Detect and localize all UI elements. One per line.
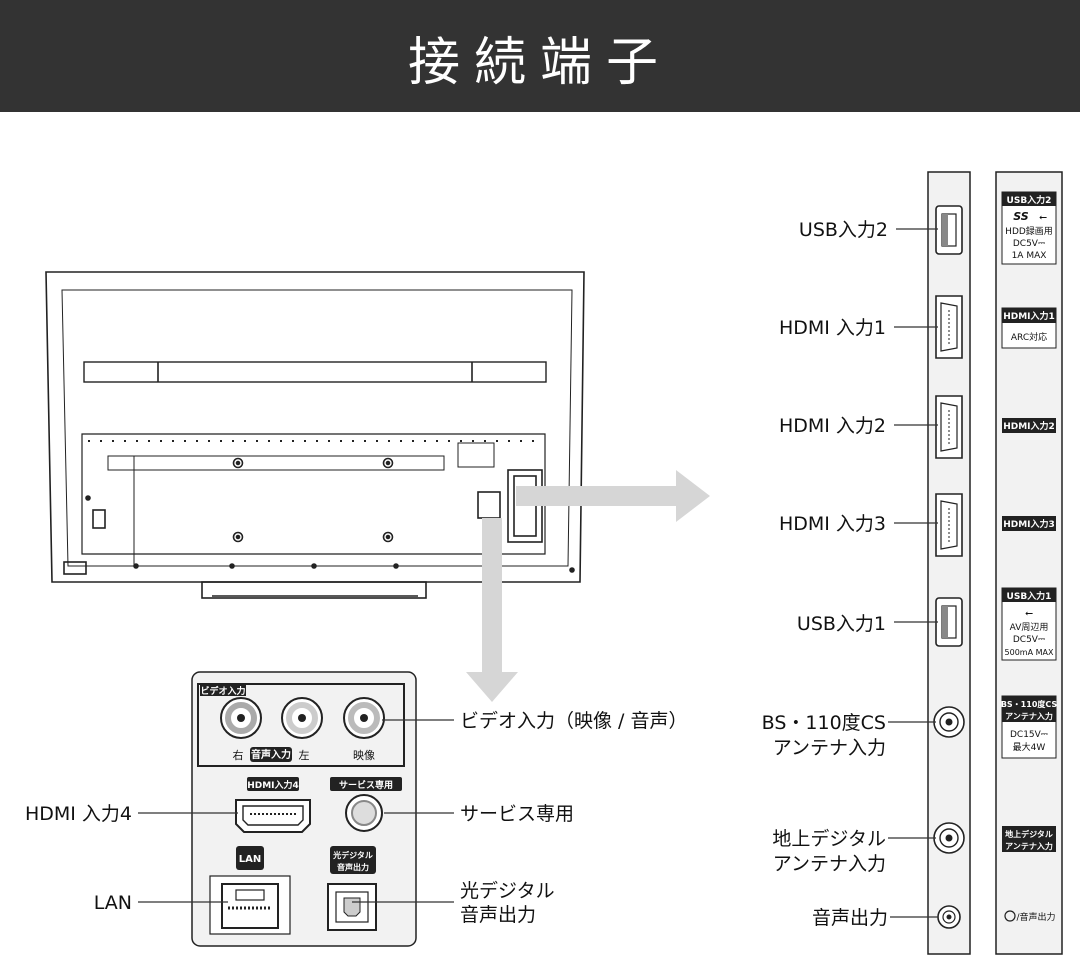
usb2-desc-2: DC5V⎓ [1013,239,1045,249]
hdmi4-port [235,799,311,833]
usb2-desc-3: 1A MAX [1012,251,1047,261]
rca-left-audio-jack [281,697,323,739]
video-in-callout: ビデオ入力（映像 / 音声） [460,710,687,732]
usb2-callout: USB入力2 [799,219,888,241]
zoom-arrows [466,470,710,702]
hdmi1-tag: HDMI入力1 [1003,310,1055,322]
side-callout-lines [888,228,938,918]
audio-out-jack [937,905,961,929]
hdmi2-port [935,395,963,459]
label-strip-content: USB入力2 SS ⭠ HDD録画用 DC5V⎓ 1A MAX HDMI入力1 … [1001,191,1058,923]
terrestrial-tag-2: アンテナ入力 [1005,841,1053,851]
tv-outline [45,271,585,583]
usb1-symbol-icon: ⭠ [1025,608,1033,619]
audio-out-callout: 音声出力 [812,907,888,929]
headphone-icon [1004,910,1016,922]
optical-port [327,883,377,931]
video-input-group [197,683,405,767]
hdmi4-tag: HDMI入力4 [247,779,299,791]
page-title: 接続端子 [407,33,672,93]
hdmi1-callout: HDMI 入力1 [779,317,886,339]
terrestrial-callout-line1: 地上デジタル [772,828,886,850]
bottom-callout-lines [138,719,454,903]
bs-antenna-port [933,706,965,738]
left-channel-label: 左 [299,749,310,762]
tv-back-illustration [45,271,585,599]
bs-callout-line1: BS・110度CS [762,712,886,734]
optical-tag-2: 音声出力 [337,862,369,872]
arrow-down-icon [466,518,518,702]
usb1-port [935,597,963,647]
service-tag: サービス専用 [339,779,393,791]
lan-tag: LAN [239,854,261,865]
side-panel: USB入力2 HDMI 入力1 HDMI 入力2 HDMI 入力3 USB入力1… [762,171,1063,955]
audio-in-tag: 音声入力 [251,748,291,761]
optical-callout-line2: 音声出力 [460,904,536,926]
hdmi1-port [935,295,963,359]
label-strip [995,171,1063,955]
bs-desc-2: 最大4W [1013,741,1046,753]
terrestrial-callout-line2: アンテナ入力 [773,853,886,875]
bs-callout-line2: アンテナ入力 [773,737,886,759]
usb1-desc-3: 500mA MAX [1005,648,1054,657]
usb1-desc-2: DC5V⎓ [1013,635,1045,645]
usb-symbol-icon: ⭠ [1039,212,1047,223]
usb1-tag: USB入力1 [1007,590,1052,602]
lan-port [209,875,291,935]
bs-tag-1: BS・110度CS [1001,699,1058,709]
arrow-right-icon [516,470,710,522]
terrestrial-tag-1: 地上デジタル [1005,829,1053,839]
usb2-port [935,205,963,255]
hdmi3-callout: HDMI 入力3 [779,513,886,535]
hdmi3-port [935,493,963,557]
right-channel-label: 右 [233,748,244,762]
usb2-desc-1: HDD録画用 [1005,225,1053,237]
hdmi3-tag: HDMI入力3 [1003,518,1055,530]
rca-video-jack [343,697,385,739]
hdmi2-callout: HDMI 入力2 [779,415,886,437]
audio-out-tag: /音声出力 [1016,911,1055,923]
usb2-tag: USB入力2 [1007,194,1052,206]
bs-desc-1: DC15V⎓ [1010,730,1048,740]
hdmi4-callout: HDMI 入力4 [25,803,132,825]
header-bar: 接続端子 [0,0,1080,112]
video-group-tag: ビデオ入力 [200,685,245,697]
lan-callout: LAN [94,892,132,914]
service-port [345,794,383,832]
arc-label: ARC対応 [1011,331,1047,343]
hdmi2-tag: HDMI入力2 [1003,420,1055,432]
bottom-panel: ビデオ入力 右 音声入力 左 映像 HDMI入力 [25,671,687,947]
usb1-desc-1: AV周辺用 [1010,622,1049,633]
optical-tag-1: 光デジタル [332,850,373,860]
optical-callout-line1: 光デジタル [460,880,555,902]
usb1-callout: USB入力1 [797,613,886,635]
terrestrial-antenna-port [933,822,965,854]
superspeed-label: SS [1013,210,1029,223]
service-callout: サービス専用 [460,803,574,825]
rca-right-audio-jack [220,697,262,739]
video-channel-label: 映像 [353,749,375,762]
bs-tag-2: アンテナ入力 [1005,711,1053,721]
